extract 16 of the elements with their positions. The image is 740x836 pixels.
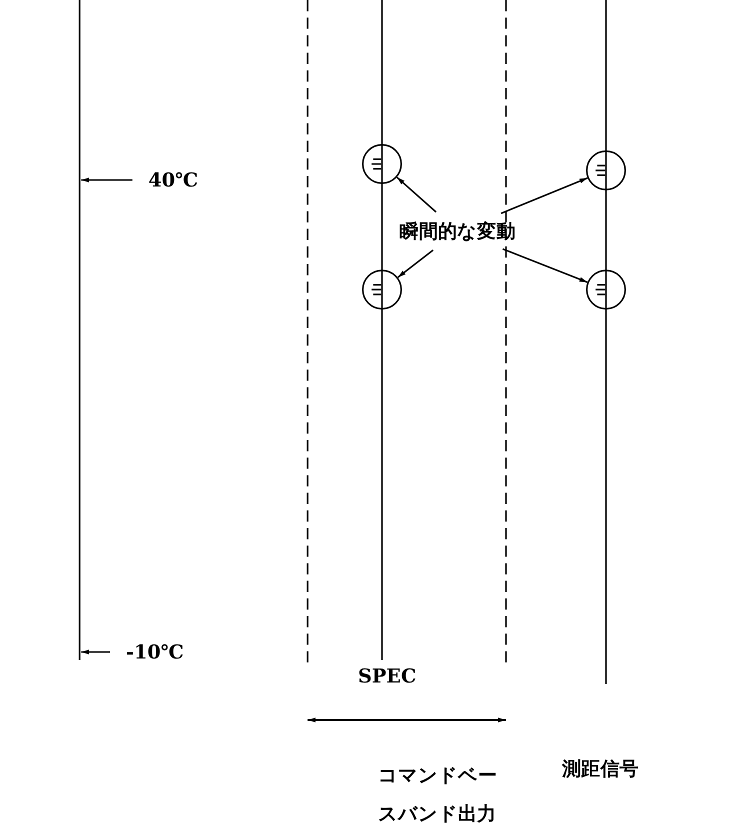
fluctuation-circle xyxy=(586,270,626,310)
arrow xyxy=(396,176,437,213)
leader-arrow xyxy=(81,650,110,654)
signal-name: 測距信号 xyxy=(562,756,639,782)
arrow xyxy=(502,248,588,284)
arrow xyxy=(397,250,434,278)
leader-arrow xyxy=(81,178,132,182)
arrow xyxy=(500,177,588,214)
fluctuation-circle xyxy=(586,150,626,190)
fluctuation-circle xyxy=(362,144,402,184)
temperature-label: 40℃ xyxy=(148,168,198,192)
dimension-label: SPEC xyxy=(358,664,416,688)
temperature-label: -10℃ xyxy=(126,640,184,664)
callout-text: 瞬間的な変動 xyxy=(400,218,516,244)
fluctuation-circle xyxy=(362,270,402,310)
signal-name: コマンドベースバンド出力 xyxy=(378,762,498,827)
